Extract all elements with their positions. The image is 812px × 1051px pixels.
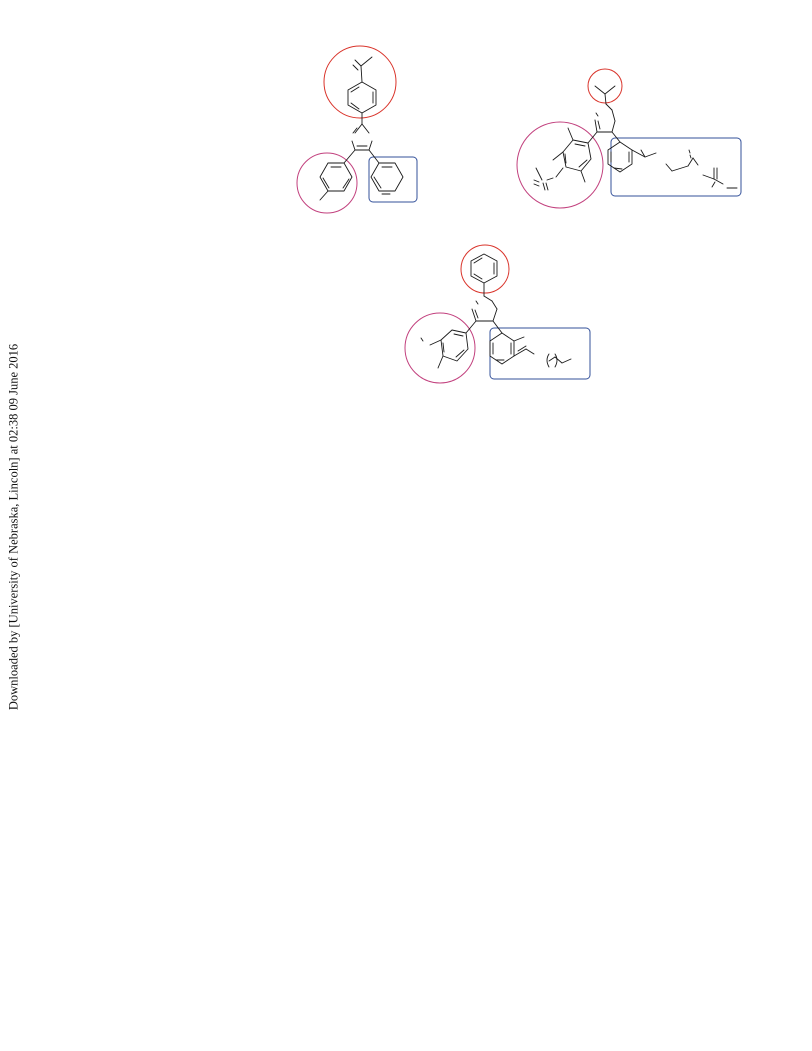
structure-1-red-circle bbox=[323, 45, 397, 119]
structure-2-red-circle bbox=[587, 68, 623, 104]
structure-1-blue-box bbox=[368, 156, 418, 203]
structure-3-pink-circle bbox=[404, 312, 476, 384]
structure-2-bonds bbox=[533, 85, 738, 191]
structure-3-blue-box bbox=[489, 327, 591, 380]
structure-1-bonds bbox=[319, 56, 404, 201]
structure-2-pink-circle bbox=[516, 121, 604, 209]
structure-3-bonds bbox=[420, 253, 572, 369]
structure-2-blue-box bbox=[610, 137, 742, 197]
structure-3 bbox=[404, 244, 591, 384]
structure-1-pink-circle bbox=[296, 152, 358, 214]
structure-2 bbox=[516, 68, 742, 209]
structure-3-red-circle bbox=[460, 244, 510, 294]
structure-1 bbox=[296, 45, 418, 214]
